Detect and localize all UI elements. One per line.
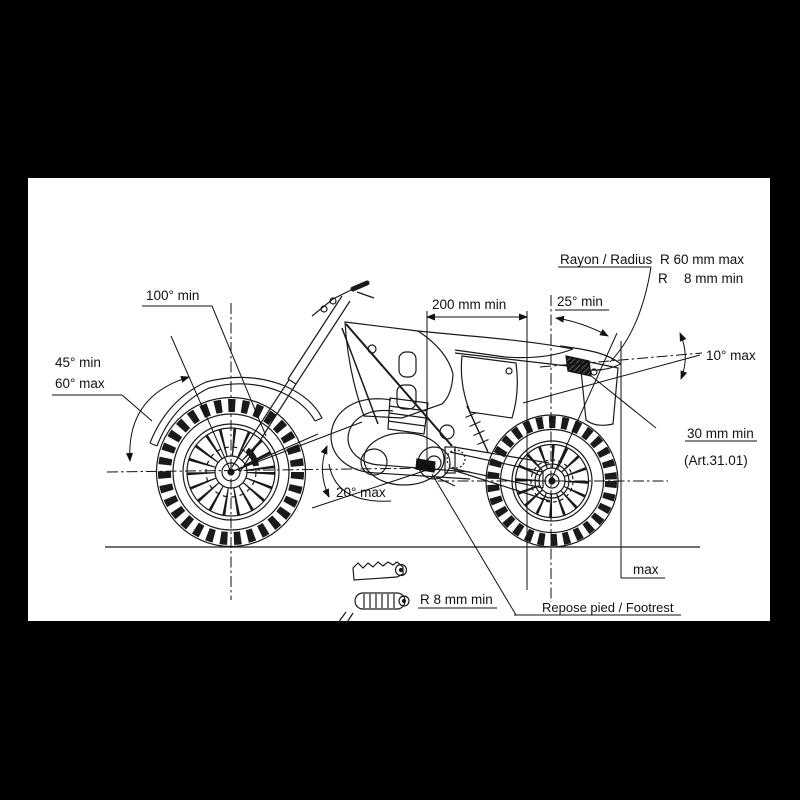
footrest-side-view-icon [337, 592, 410, 625]
radius-rule-min-prefix-label: R [658, 271, 668, 286]
front-axle-horizontal-centerline [106, 467, 437, 473]
dim-20deg [311, 445, 431, 509]
footrest-caption-label: Repose pied / Footrest [542, 600, 674, 615]
silencer-clearance-label: 30 mm min [687, 426, 754, 441]
fuel-tank-shroud [344, 321, 454, 419]
front-fork [231, 295, 351, 473]
dim-25deg [551, 309, 618, 479]
steering-angle-label: 100° min [146, 288, 199, 303]
tank-seat-distance-label: 200 mm min [432, 297, 506, 312]
dim-45-60deg [52, 335, 232, 473]
dim-200mm [426, 311, 528, 590]
rear-angle-label: 25° min [557, 294, 603, 309]
radius-rule-max-label: R 60 mm max [660, 252, 744, 267]
dim-100deg [142, 305, 363, 473]
footrest-detail-icons [337, 561, 410, 625]
radius-rule-min-label: 8 mm min [684, 271, 743, 286]
exhaust-pipe [330, 398, 471, 480]
footrest-marker [415, 458, 436, 473]
frame [341, 323, 586, 447]
radius-rule-title-label: Rayon / Radius [560, 252, 653, 267]
dim-30mm [589, 374, 757, 442]
ground-max-label: max [633, 562, 659, 577]
silencer-angle-label: 10° max [706, 348, 756, 363]
rear-shock [465, 405, 489, 453]
dimension-lines [52, 266, 757, 616]
fender-angle-max-label: 60° max [55, 376, 105, 391]
fender-angle-min-label: 45° min [55, 355, 101, 370]
rear-fender [559, 345, 622, 371]
footrest-radius-label: R 8 mm min [420, 592, 493, 607]
seat [417, 330, 574, 359]
footrest-top-view-icon [352, 561, 408, 581]
article-reference-label: (Art.31.01) [684, 453, 748, 468]
dim-radius-rule [558, 266, 652, 363]
handlebar [311, 280, 375, 317]
annotation-labels: Rayon / Radius R 60 mm max R 8 mm min 10… [55, 252, 756, 615]
footrest-angle-label: 20° max [336, 485, 386, 500]
dim-footrest-caption [418, 473, 681, 616]
dim-ground-max [620, 341, 665, 579]
side-panels [460, 355, 619, 426]
